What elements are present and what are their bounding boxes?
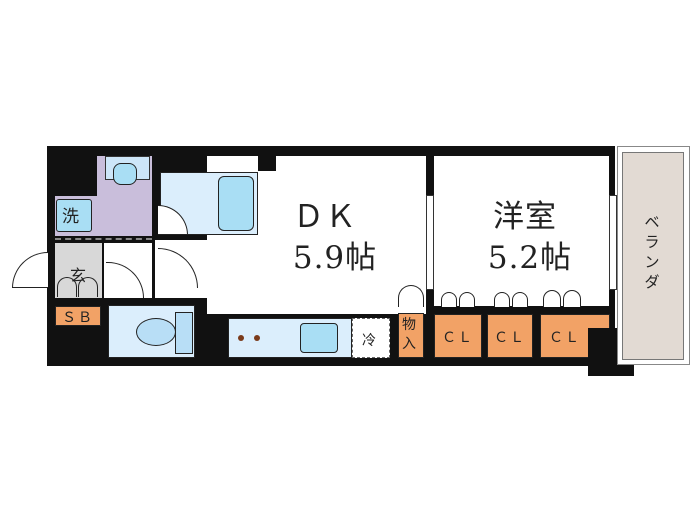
entrance-dash xyxy=(55,238,152,242)
toilet-tank-icon xyxy=(175,312,193,354)
western-size: 5.2帖 xyxy=(487,240,573,276)
closet-1-door[interactable] xyxy=(459,292,475,307)
closet-1-label: ＣＬ xyxy=(442,330,474,346)
washer-label: 洗 xyxy=(62,207,79,227)
closet-2 xyxy=(487,314,533,358)
refrigerator-label: 冷 xyxy=(362,333,376,349)
partition-door[interactable] xyxy=(426,195,434,290)
kitchen-sink-icon xyxy=(300,323,338,353)
western-name: 洋室 xyxy=(493,199,557,235)
veranda xyxy=(622,152,684,360)
storage-door[interactable] xyxy=(398,285,424,307)
closet-2-door[interactable] xyxy=(494,292,510,307)
closet-3-door[interactable] xyxy=(543,290,561,307)
wall-notch xyxy=(258,146,276,171)
dk-name: ＤＫ xyxy=(293,199,357,235)
stove-burner-icon xyxy=(238,335,244,341)
bathtub-icon xyxy=(218,176,254,231)
closet-2-label: ＣＬ xyxy=(494,330,526,346)
western-window[interactable] xyxy=(609,195,617,290)
storage xyxy=(398,313,424,358)
toilet-icon xyxy=(136,318,176,346)
washer-box xyxy=(56,199,92,232)
toilet-bowl-icon xyxy=(113,163,137,185)
entrance-door[interactable] xyxy=(12,252,48,288)
western-room xyxy=(434,156,609,306)
shoebox-label: ＳＢ xyxy=(62,310,94,326)
closet-3-label: ＣＬ xyxy=(549,330,581,346)
refrigerator-space xyxy=(352,318,390,358)
stove-burner-icon xyxy=(254,335,260,341)
closet-2-door[interactable] xyxy=(512,292,528,307)
closet-3-door[interactable] xyxy=(563,290,581,307)
storage-label: 物入 xyxy=(402,317,416,352)
shoebox-door-2[interactable] xyxy=(78,277,98,297)
dk-size: 5.9帖 xyxy=(292,240,378,276)
veranda-label: ベランダ xyxy=(644,213,660,291)
closet-1 xyxy=(434,314,482,358)
shoebox xyxy=(55,306,101,326)
closet-1-door[interactable] xyxy=(441,292,457,307)
shoebox-door[interactable] xyxy=(57,277,77,297)
